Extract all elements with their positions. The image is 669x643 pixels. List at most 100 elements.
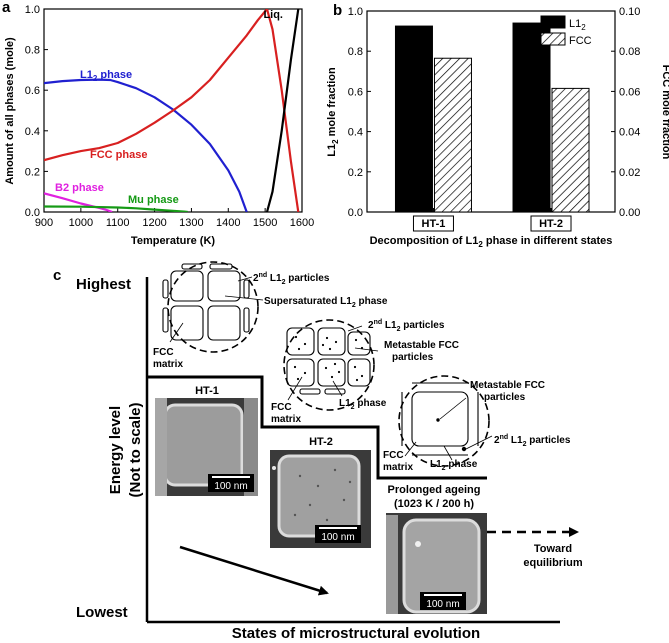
panel-b-right-tick-label: 0.10 bbox=[619, 6, 640, 18]
panel-a-x-ticks: 900 1000 1100 1200 1300 1400 1500 1600 bbox=[35, 208, 314, 229]
panel-a-x-tick-label: 1300 bbox=[179, 217, 203, 229]
panel-a-line-liq bbox=[265, 9, 300, 212]
panel-a-x-tick-label: 1000 bbox=[69, 217, 93, 229]
panel-c: c Highest Lowest Energy level(Not to sca… bbox=[53, 261, 583, 642]
panel-b-bar-l12-ht-1 bbox=[394, 25, 433, 213]
panel-a-x-tick-label: 1400 bbox=[216, 217, 240, 229]
c1-supersaturated-label: Supersaturated L12 phase bbox=[264, 296, 388, 309]
micrograph-ht1: HT-1 100 nm bbox=[155, 385, 258, 496]
panel-a-label: a bbox=[2, 0, 11, 16]
c2-l12-phase-label: L12 phase bbox=[339, 398, 387, 411]
c3-l12-phase-label: L12 phase bbox=[430, 459, 478, 472]
panel-b-bar-fcc-ht-2 bbox=[551, 87, 590, 213]
c3-second-particles-label: 2nd L12 particles bbox=[494, 434, 571, 448]
panel-a-y-tick-label: 1.0 bbox=[25, 4, 40, 16]
panel-a-plot-frame bbox=[43, 8, 303, 213]
panel-b-bars bbox=[394, 22, 590, 213]
c2-second-particles-label: 2nd L12 particles bbox=[368, 319, 445, 333]
ht2-caption: HT-2 bbox=[309, 436, 333, 448]
panel-b-right-tick-label: 0.02 bbox=[619, 167, 640, 179]
panel-a-x-tick-label: 1600 bbox=[290, 217, 314, 229]
schematic-supersaturated: 2nd L12 particles Supersaturated L12 pha… bbox=[153, 261, 388, 370]
panel-b: b 0.00.20.40.60.81.0 0.000.020.040.060.0… bbox=[326, 2, 669, 249]
panel-c-label: c bbox=[53, 267, 61, 284]
micrograph-prolonged: Prolonged ageing(1023 K / 200 h) 100 nm bbox=[386, 484, 487, 614]
panel-a-series-label: L12 phase bbox=[80, 69, 132, 83]
panel-b-label: b bbox=[333, 2, 342, 19]
energy-staircase bbox=[147, 375, 487, 480]
panel-a-y-tick-label: 0.0 bbox=[25, 207, 40, 219]
legend-l12-label: L12 bbox=[569, 18, 586, 32]
panel-b-category-labels: HT-1 HT-2 bbox=[412, 208, 572, 232]
schematic-2-circle bbox=[283, 319, 375, 411]
panel-a-x-tick-label: 1500 bbox=[253, 217, 277, 229]
panel-b-left-y-axis-label: L12 mole fraction bbox=[326, 67, 340, 157]
panel-a-x-axis-label: Temperature (K) bbox=[131, 235, 215, 247]
panel-b-category-label: HT-1 bbox=[422, 218, 446, 230]
ht1-caption: HT-1 bbox=[195, 385, 219, 397]
panel-a-y-tick-label: 0.8 bbox=[25, 45, 40, 57]
panel-b-bar-fcc-ht-1 bbox=[433, 57, 472, 213]
prolonged-scale-bar-label: 100 nm bbox=[426, 599, 459, 610]
states-axis-label: States of microstructural evolution bbox=[232, 625, 480, 642]
panel-b-left-tick-label: 0.8 bbox=[348, 46, 363, 58]
panel-b-left-tick-label: 0.0 bbox=[348, 207, 363, 219]
panel-b-x-axis-label: Decomposition of L12 phase in different … bbox=[370, 235, 613, 249]
panel-a-y-ticks: 0.0 0.2 0.4 0.6 0.8 1.0 bbox=[25, 4, 48, 219]
panel-b-right-tick-label: 0.06 bbox=[619, 86, 640, 98]
panel-b-right-y-axis-label: FCC mole fraction bbox=[660, 65, 669, 160]
panel-b-left-tick-label: 0.2 bbox=[348, 167, 363, 179]
schematic-1-circle bbox=[167, 261, 259, 353]
panel-a-line-l1-phase bbox=[44, 78, 248, 212]
panel-a-x-tick-label: 900 bbox=[35, 217, 53, 229]
ht2-scale-bar-box bbox=[315, 525, 361, 543]
c1-second-particles-label: 2nd L12 particles bbox=[253, 272, 330, 286]
panel-b-category-box bbox=[412, 215, 454, 232]
panel-a-series-label: Mu phase bbox=[128, 194, 179, 206]
panel-b-right-tick-label: 0.04 bbox=[619, 127, 640, 139]
energy-lowest-label: Lowest bbox=[76, 604, 128, 621]
panel-b-left-tick-label: 0.6 bbox=[348, 86, 363, 98]
panel-a-series-label: FCC phase bbox=[90, 149, 147, 161]
panel-b-plot-frame bbox=[366, 10, 616, 213]
energy-highest-label: Highest bbox=[76, 276, 131, 293]
panel-b-left-y-ticks: 0.00.20.40.60.81.0 bbox=[348, 6, 371, 219]
panel-a-y-tick-label: 0.6 bbox=[25, 85, 40, 97]
panel-b-category-label: HT-2 bbox=[539, 218, 563, 230]
prolonged-scale-bar-box bbox=[420, 592, 466, 610]
ht1-scale-bar-label: 100 nm bbox=[214, 481, 247, 492]
panel-a-line-b2-phase bbox=[44, 192, 113, 212]
panel-a: a 900 1000 1100 1200 1300 1400 1500 1600 0.0 0.2… bbox=[2, 0, 314, 247]
panel-a-line-mu-phase bbox=[44, 205, 188, 212]
panel-b-legend: L12 FCC bbox=[540, 15, 592, 47]
panel-b-bar-l12-ht-2 bbox=[512, 22, 551, 213]
panel-a-series-label: Liq. bbox=[263, 9, 283, 21]
panel-a-x-tick-label: 1200 bbox=[142, 217, 166, 229]
legend-fcc-swatch bbox=[540, 32, 566, 46]
ht2-scale-bar-label: 100 nm bbox=[321, 532, 354, 543]
panel-b-right-tick-label: 0.08 bbox=[619, 46, 640, 58]
panel-b-category-box bbox=[530, 215, 572, 232]
panel-b-left-tick-label: 1.0 bbox=[348, 6, 363, 18]
panel-a-x-tick-label: 1100 bbox=[106, 217, 130, 229]
panel-a-y-tick-label: 0.4 bbox=[25, 126, 40, 138]
panel-b-right-tick-label: 0.00 bbox=[619, 207, 640, 219]
panel-a-y-tick-label: 0.2 bbox=[25, 166, 40, 178]
energy-axis-label: Energy level(Not to scale) bbox=[107, 402, 144, 497]
evolution-direction-arrow bbox=[179, 545, 329, 596]
panel-a-series bbox=[44, 9, 300, 212]
panel-a-series-label: B2 phase bbox=[55, 182, 104, 194]
prolonged-caption: Prolonged ageing(1023 K / 200 h) bbox=[388, 484, 481, 510]
panel-a-line-fcc-phase bbox=[44, 9, 300, 212]
legend-fcc-label: FCC bbox=[569, 35, 592, 47]
legend-l12-swatch bbox=[540, 15, 566, 29]
